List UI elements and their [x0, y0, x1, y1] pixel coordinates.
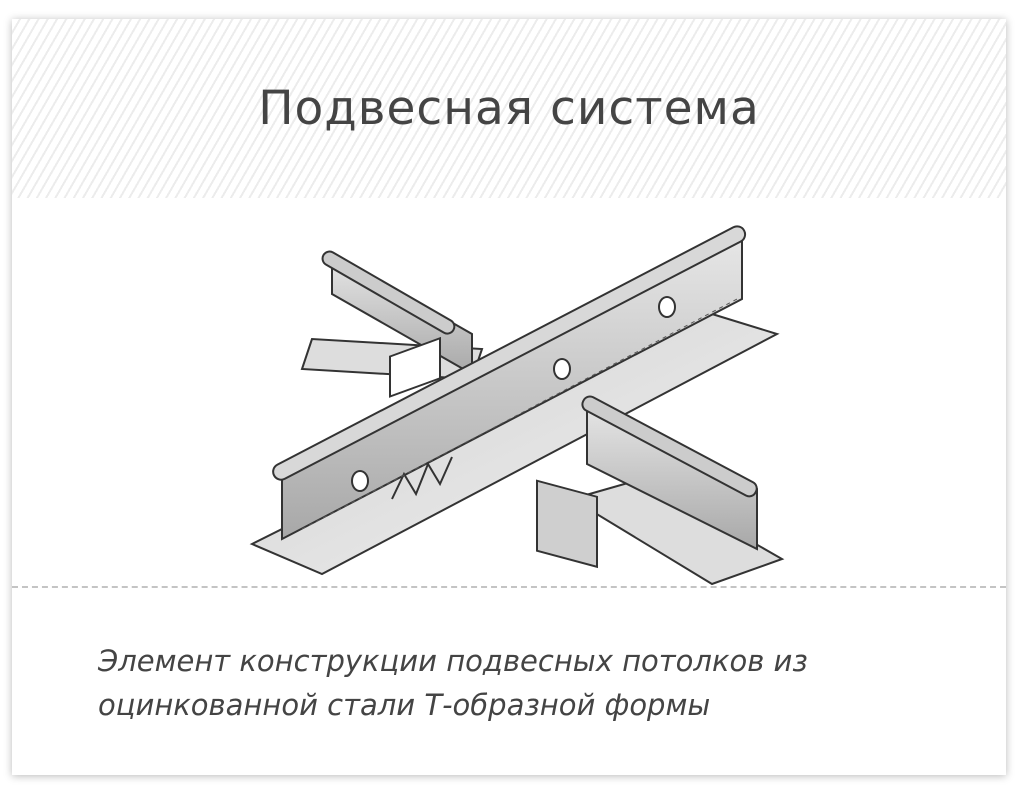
t-bar-illustration-icon: [249, 225, 785, 586]
card-title: Подвесная система: [258, 81, 760, 136]
card-description: Элемент конструкции подвесных потолков и…: [98, 644, 808, 722]
dashed-divider: [12, 586, 1006, 588]
card-header-background: [12, 19, 1006, 198]
product-card: Подвесная система Элемент конст: [12, 19, 1006, 775]
